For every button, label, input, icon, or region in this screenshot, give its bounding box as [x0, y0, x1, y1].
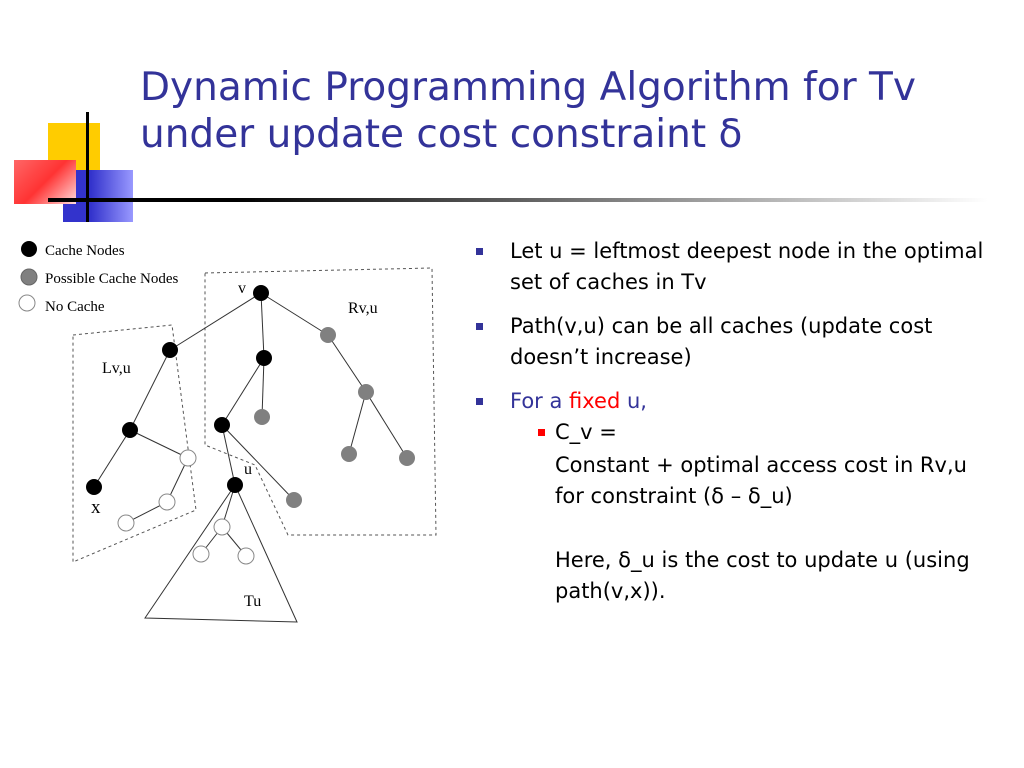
- node-nocache: [158, 493, 176, 511]
- node-possible: [399, 450, 415, 466]
- node-possible: [320, 327, 336, 343]
- sub-bullet-item: C_v = Constant + optimal access cost in …: [510, 417, 1002, 607]
- legend-possible-node: [20, 268, 38, 286]
- label-u: u: [244, 461, 252, 478]
- logo-red-square: [14, 160, 76, 204]
- node-cache: [122, 422, 138, 438]
- sub-bullet-square-icon: [538, 429, 545, 436]
- legend-possible-label: Possible Cache Nodes: [45, 271, 178, 287]
- node-possible: [286, 492, 302, 508]
- label-rvu: Rv,u: [348, 300, 378, 317]
- bullet-item: Path(v,u) can be all caches (update cost…: [472, 311, 1002, 373]
- node-possible: [358, 384, 374, 400]
- node-v: [253, 285, 269, 301]
- label-tu: Tu: [244, 593, 261, 610]
- node-possible: [254, 409, 270, 425]
- label-v: v: [238, 280, 246, 297]
- node-cache: [256, 350, 272, 366]
- region-rvu: [204, 267, 437, 536]
- subtree-tu: [144, 483, 298, 623]
- node-x: [86, 479, 102, 495]
- tree-diagram: Cache Nodes Possible Cache Nodes No Cach…: [18, 241, 437, 623]
- node-nocache: [213, 518, 231, 536]
- node-cache: [214, 417, 230, 433]
- logo-vertical-line: [86, 112, 89, 222]
- bullet-square-icon: [476, 323, 483, 330]
- legend-cache-node: [21, 241, 37, 257]
- legend-nocache-node: [18, 294, 36, 312]
- node-nocache: [237, 547, 255, 565]
- label-lvu: Lv,u: [102, 360, 131, 377]
- bullet-list: Let u = leftmost deepest node in the opt…: [472, 236, 1002, 607]
- bullet-item: For a fixed u, C_v = Constant + optimal …: [472, 386, 1002, 607]
- node-possible: [341, 446, 357, 462]
- legend-nocache-label: No Cache: [45, 299, 105, 315]
- sub-bullet-list: C_v = Constant + optimal access cost in …: [510, 417, 1002, 607]
- title-rule: [48, 198, 988, 202]
- slide-title: Dynamic Programming Algorithm for Tv und…: [140, 64, 1000, 158]
- node-nocache: [192, 545, 210, 563]
- bullet-square-icon: [476, 398, 483, 405]
- region-lvu: [72, 324, 197, 563]
- node-nocache: [117, 514, 135, 532]
- label-x: x: [91, 497, 101, 518]
- slide-title-line1: Dynamic Programming Algorithm for Tv: [140, 65, 916, 110]
- legend-cache-label: Cache Nodes: [45, 243, 125, 259]
- slide-title-line2: under update cost constraint δ: [140, 112, 743, 157]
- bullet-square-icon: [476, 248, 483, 255]
- node-cache: [162, 342, 178, 358]
- node-u: [227, 477, 243, 493]
- node-nocache: [179, 449, 197, 467]
- bullet-item: Let u = leftmost deepest node in the opt…: [472, 236, 1002, 298]
